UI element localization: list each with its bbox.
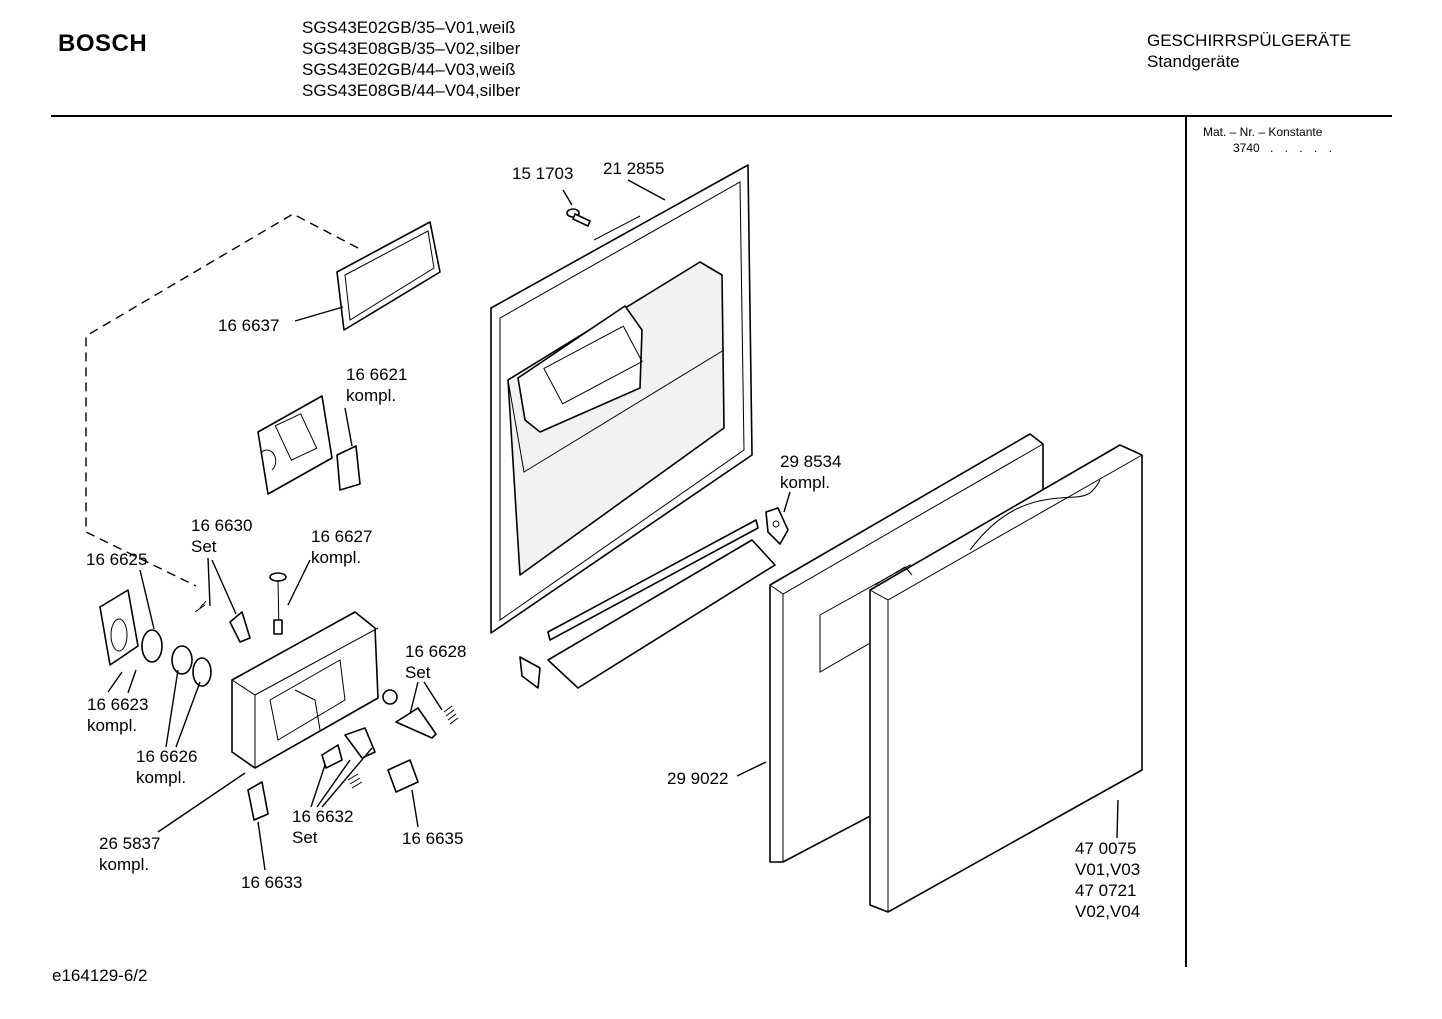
- part-label: 16 6630 Set: [191, 516, 257, 556]
- part-label: 16 6627 kompl.: [311, 527, 377, 567]
- sidebar-divider: [1185, 117, 1187, 967]
- screw-assembly-part: [269, 572, 287, 635]
- part-label: 16 6633: [241, 873, 302, 892]
- handle-housing-part: [99, 589, 139, 666]
- screw-part: [566, 208, 591, 227]
- material-label: Mat. – Nr. – Konstante: [1203, 125, 1323, 139]
- assembly-dashed-line: [85, 213, 359, 587]
- part-label: 16 6632 Set: [292, 807, 358, 847]
- model-line: SGS43E02GB/44–V03,weiß: [302, 60, 516, 79]
- part-label: 16 6621 kompl.: [346, 365, 412, 405]
- category-block: GESCHIRRSPÜLGERÄTE Standgeräte: [1147, 30, 1351, 72]
- gasket-frame-part: [336, 221, 441, 331]
- part-label: 21 2855: [603, 159, 664, 178]
- control-housing-part: [231, 611, 379, 769]
- latch-set-part: [382, 689, 459, 739]
- detergent-lid-part: [257, 395, 361, 495]
- part-label: 29 9022: [667, 769, 728, 788]
- o-ring-part: [141, 629, 163, 663]
- part-label: 15 1703: [512, 164, 573, 183]
- part-label: 47 0075 V01,V03 47 0721 V02,V04: [1075, 839, 1145, 921]
- door-inner-panel: [490, 164, 753, 634]
- part-label: 29 8534 kompl.: [780, 452, 846, 492]
- hinge-part: [765, 507, 789, 545]
- part-label: 16 6626 kompl.: [136, 747, 202, 787]
- part-label: 16 6635: [402, 829, 463, 848]
- part-label: 16 6637: [218, 316, 279, 335]
- model-list: SGS43E02GB/35–V01,weiß SGS43E08GB/35–V02…: [302, 17, 520, 101]
- material-code: 3740: [1233, 141, 1260, 155]
- leader-lines: [107, 179, 1119, 871]
- category-title: GESCHIRRSPÜLGERÄTE: [1147, 31, 1352, 50]
- part-label: 16 6623 kompl.: [87, 695, 153, 735]
- decor-front-panel: [869, 444, 1143, 913]
- model-line: SGS43E08GB/35–V02,silber: [302, 39, 521, 58]
- cover-plate-part: [247, 781, 269, 821]
- nozzle-part: [171, 645, 212, 687]
- microswitch-part: [387, 759, 419, 793]
- part-label: 16 6625: [86, 550, 147, 569]
- model-line: SGS43E08GB/44–V04,silber: [302, 81, 521, 100]
- brand-logo: BOSCH: [58, 30, 148, 57]
- header-divider: [51, 115, 1392, 117]
- part-label: 26 5837 kompl.: [99, 834, 165, 874]
- seal-strip-part: [519, 519, 776, 689]
- model-line: SGS43E02GB/35–V01,weiß: [302, 18, 516, 37]
- drawing-id: e164129-6/2: [52, 966, 148, 985]
- material-dots: . . . . .: [1270, 141, 1337, 155]
- switch-lever-set-part: [321, 727, 376, 789]
- part-label: 16 6628 Set: [405, 642, 471, 682]
- category-subtitle: Standgeräte: [1147, 52, 1240, 71]
- spring-set-part: [194, 600, 251, 643]
